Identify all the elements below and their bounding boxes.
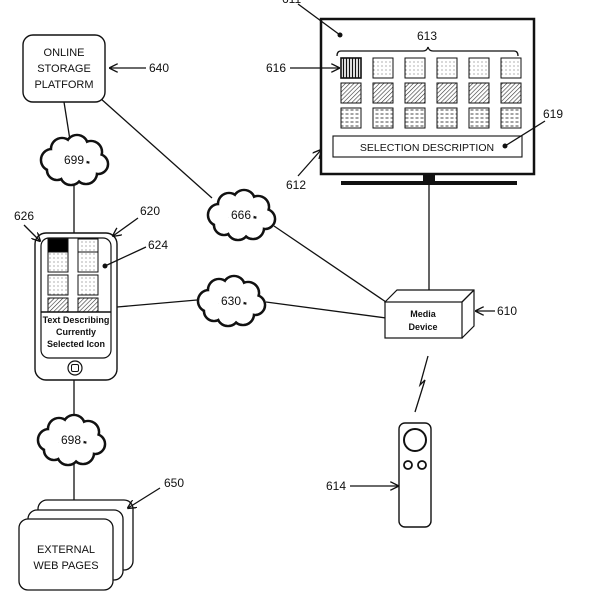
remote-button-icon: [404, 461, 412, 469]
selection-description: SELECTION DESCRIPTION: [360, 142, 494, 154]
mobile-phone: Text Describing Currently Selected Icon: [35, 233, 117, 380]
ref-626: 626: [14, 209, 34, 223]
ref-640: 640: [149, 61, 169, 75]
app-icon[interactable]: [78, 275, 98, 295]
cloud-label: 666: [231, 208, 251, 222]
storage-line-2: STORAGE: [37, 63, 91, 75]
app-icon[interactable]: [78, 239, 98, 252]
ref-arrow-650: [128, 488, 160, 508]
media-icon[interactable]: [469, 83, 489, 103]
network-cloud-icon: 698: [38, 415, 105, 465]
network-cloud-icon: 666: [208, 190, 275, 240]
storage-line-3: PLATFORM: [34, 79, 93, 91]
remote-dpad-icon: [404, 429, 426, 451]
storage-line-1: ONLINE: [44, 47, 85, 59]
external-web-pages: EXTERNAL WEB PAGES: [19, 500, 133, 590]
media-icon[interactable]: [501, 58, 521, 78]
media-icon[interactable]: [437, 83, 457, 103]
ref-610: 610: [497, 304, 517, 318]
web-line-2: WEB PAGES: [33, 560, 98, 572]
cloud-label: 698: [61, 433, 81, 447]
network-cloud-icon: 699: [41, 135, 108, 185]
ref-650: 650: [164, 476, 184, 490]
phone-text-line-1: Text Describing: [43, 315, 110, 325]
ref-613: 613: [417, 29, 437, 43]
ref-616: 616: [266, 61, 286, 75]
media-icon[interactable]: [373, 108, 393, 128]
media-icon[interactable]: [405, 58, 425, 78]
web-line-1: EXTERNAL: [37, 544, 95, 556]
cloud-label: 699: [64, 153, 84, 167]
ref-619: 619: [543, 107, 563, 121]
media-device-line-2: Device: [408, 322, 437, 332]
media-icon[interactable]: [405, 108, 425, 128]
media-device: Media Device: [385, 290, 474, 338]
ref-624: 624: [148, 238, 168, 252]
media-icon[interactable]: [437, 58, 457, 78]
ref-620: 620: [140, 204, 160, 218]
media-icon[interactable]: [405, 83, 425, 103]
app-icon[interactable]: [48, 252, 68, 272]
media-icon[interactable]: [469, 58, 489, 78]
television: SELECTION DESCRIPTION: [321, 19, 534, 185]
media-icon[interactable]: [341, 83, 361, 103]
media-icon[interactable]: [373, 83, 393, 103]
ref-arrow-626: [24, 225, 40, 241]
media-icon[interactable]: [341, 108, 361, 128]
online-storage-platform: ONLINE STORAGE PLATFORM: [23, 35, 105, 102]
selected-media-icon[interactable]: [341, 58, 361, 78]
phone-text-line-3: Selected Icon: [47, 339, 105, 349]
phone-text-line-2: Currently: [56, 327, 96, 337]
ref-arrow-612: [298, 150, 321, 176]
app-icon[interactable]: [48, 298, 68, 312]
media-icon[interactable]: [437, 108, 457, 128]
remote-control: [399, 423, 431, 527]
app-icon[interactable]: [78, 298, 98, 312]
cloud-label: 630: [221, 294, 241, 308]
selected-app-icon[interactable]: [48, 239, 68, 252]
ref-arrow-620: [113, 218, 138, 236]
network-cloud-icon: 630: [198, 276, 265, 326]
app-icon[interactable]: [48, 275, 68, 295]
wireless-signal-icon: [415, 356, 428, 412]
ref-612: 612: [286, 178, 306, 192]
app-icon[interactable]: [78, 252, 98, 272]
ref-611: 611: [282, 0, 301, 6]
remote-button-icon: [418, 461, 426, 469]
media-icon[interactable]: [469, 108, 489, 128]
media-icon[interactable]: [373, 58, 393, 78]
media-icon[interactable]: [501, 108, 521, 128]
home-button-icon: [68, 361, 82, 375]
ref-614: 614: [326, 479, 346, 493]
media-device-line-1: Media: [410, 309, 437, 319]
media-icon[interactable]: [501, 83, 521, 103]
